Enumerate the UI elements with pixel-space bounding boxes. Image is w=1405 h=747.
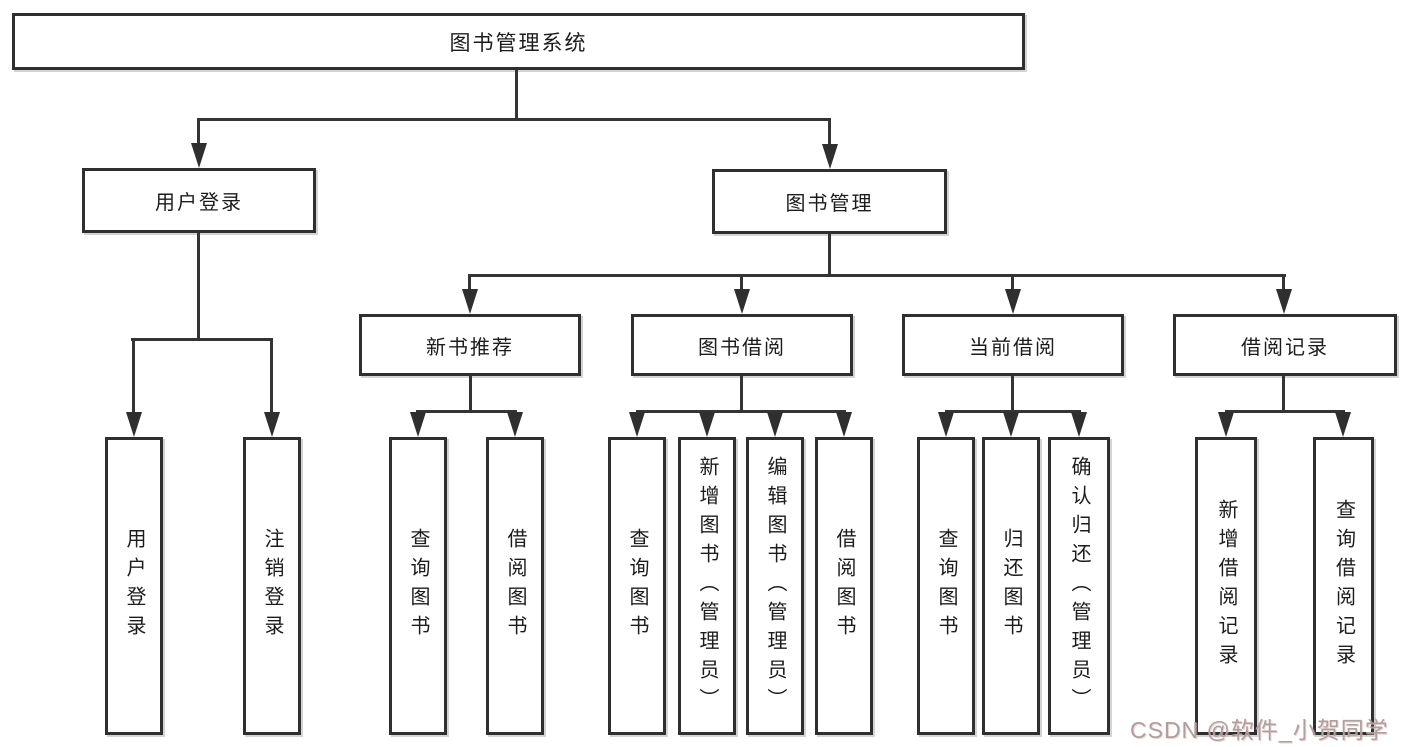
connector-line <box>468 274 1286 277</box>
connector-line <box>828 234 831 274</box>
arrowhead-down-icon <box>126 412 142 437</box>
arrowhead-down-icon <box>1276 289 1292 314</box>
arrowhead-down-icon <box>1071 412 1087 437</box>
node-leaf-add-borrow-record: 新增借阅记录 <box>1195 437 1257 735</box>
connector-line <box>828 118 831 144</box>
node-leaf-query-books-1: 查询图书 <box>389 437 447 735</box>
arrowhead-down-icon <box>1003 412 1019 437</box>
node-leaf-confirm-return-admin: 确认归还（管理员） <box>1048 437 1110 735</box>
arrowhead-down-icon <box>734 289 750 314</box>
node-borrow-records: 借阅记录 <box>1173 314 1397 376</box>
arrowhead-down-icon <box>1335 412 1351 437</box>
connector-line <box>636 410 846 413</box>
node-leaf-borrow-books-2: 借阅图书 <box>815 437 873 735</box>
node-book-borrow: 图书借阅 <box>631 314 853 376</box>
connector-line <box>1011 274 1014 290</box>
node-leaf-query-borrow-record: 查询借阅记录 <box>1313 437 1374 735</box>
node-leaf-query-books-2: 查询图书 <box>608 437 666 735</box>
node-book-management: 图书管理 <box>712 169 947 234</box>
connector-line <box>740 274 743 290</box>
arrowhead-down-icon <box>822 144 838 169</box>
connector-line <box>468 274 471 290</box>
connector-line <box>270 338 273 412</box>
node-leaf-user-login: 用户登录 <box>105 437 163 735</box>
connector-line <box>197 233 200 338</box>
node-leaf-query-books-3: 查询图书 <box>917 437 975 735</box>
arrowhead-down-icon <box>410 412 426 437</box>
arrowhead-down-icon <box>507 412 523 437</box>
arrowhead-down-icon <box>1218 412 1234 437</box>
connector-line <box>1282 376 1285 411</box>
arrowhead-down-icon <box>1005 289 1021 314</box>
node-new-book-recommend: 新书推荐 <box>359 314 581 376</box>
connector-line <box>740 376 743 411</box>
arrowhead-down-icon <box>767 412 783 437</box>
arrowhead-down-icon <box>629 412 645 437</box>
connector-line <box>132 338 135 412</box>
connector-line <box>131 338 273 341</box>
arrowhead-down-icon <box>191 143 207 168</box>
connector-line <box>515 70 518 118</box>
connector-line <box>197 118 200 144</box>
node-leaf-add-books-admin: 新增图书（管理员） <box>678 437 736 735</box>
connector-line <box>1225 410 1345 413</box>
connector-line <box>1282 274 1285 290</box>
arrowhead-down-icon <box>938 412 954 437</box>
connector-line <box>1011 376 1014 411</box>
node-library-management-system: 图书管理系统 <box>12 13 1025 70</box>
node-user-login: 用户登录 <box>82 168 316 233</box>
connector-line <box>945 410 1081 413</box>
connector-line <box>469 376 472 411</box>
watermark: CSDN @软件_小贺同学 <box>1130 717 1389 743</box>
node-leaf-borrow-books-1: 借阅图书 <box>486 437 544 735</box>
arrowhead-down-icon <box>836 412 852 437</box>
node-leaf-logout: 注销登录 <box>243 437 301 735</box>
node-leaf-return-books: 归还图书 <box>982 437 1040 735</box>
arrowhead-down-icon <box>462 289 478 314</box>
node-current-borrow: 当前借阅 <box>902 314 1124 376</box>
arrowhead-down-icon <box>264 412 280 437</box>
connector-line <box>197 118 831 121</box>
connector-line <box>416 410 517 413</box>
arrowhead-down-icon <box>699 412 715 437</box>
node-leaf-edit-books-admin: 编辑图书（管理员） <box>746 437 804 735</box>
